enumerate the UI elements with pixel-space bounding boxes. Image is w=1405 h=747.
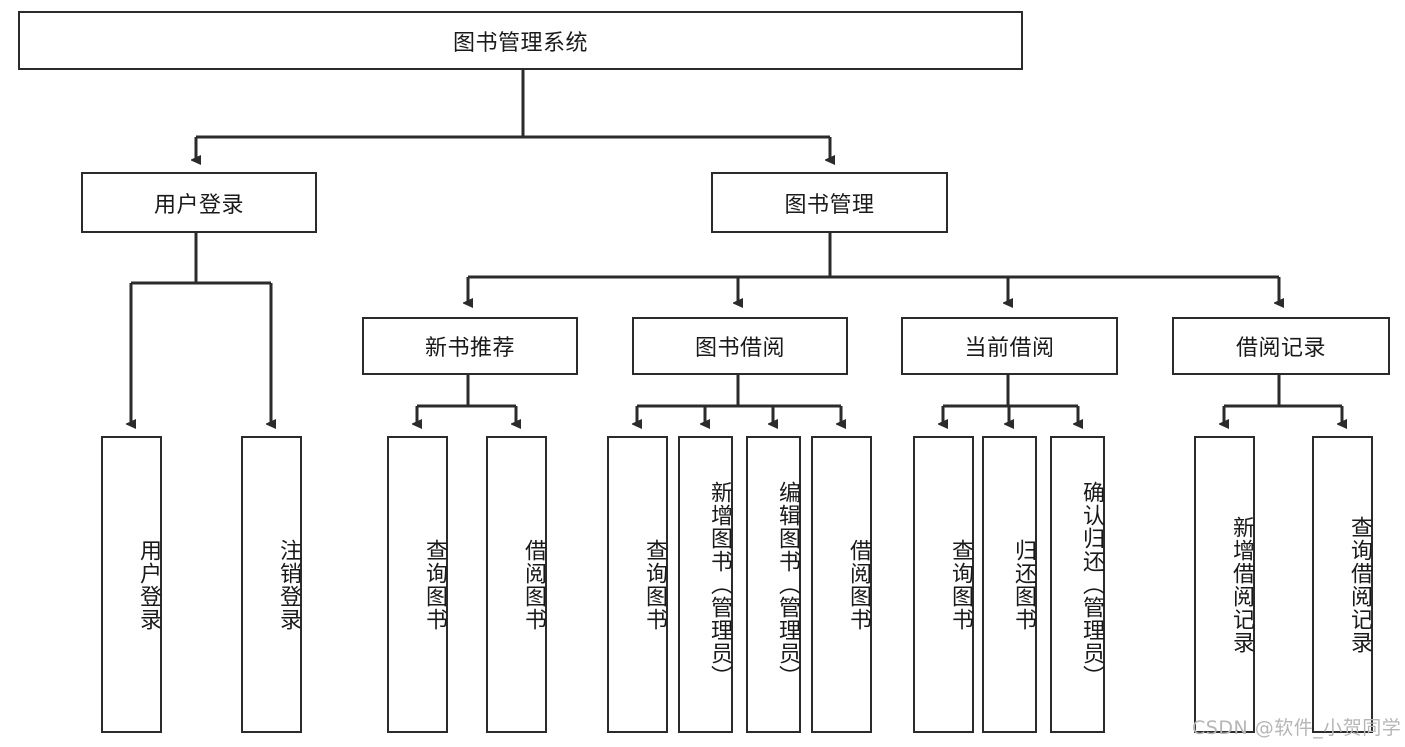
leaf-add-book[interactable]: 新增图书（管理员） <box>678 436 733 733</box>
leaf-borrow-book-2-label: 借阅图书 <box>846 538 871 631</box>
leaf-query-book-1-label: 查询图书 <box>422 538 447 631</box>
node-borrow-record-label: 借阅记录 <box>1235 336 1326 361</box>
leaf-logout-login[interactable]: 注销登录 <box>241 436 302 733</box>
node-book-borrow-label: 图书借阅 <box>694 336 785 361</box>
leaf-borrow-book-2[interactable]: 借阅图书 <box>811 436 872 733</box>
node-book-management-label: 图书管理 <box>784 192 875 218</box>
leaf-add-borrow-record-label: 新增借阅记录 <box>1229 515 1254 654</box>
node-root[interactable]: 图书管理系统 <box>18 11 1023 70</box>
leaf-logout-login-label: 注销登录 <box>276 538 301 631</box>
leaf-add-book-label: 新增图书（管理员） <box>707 481 732 688</box>
leaf-confirm-return[interactable]: 确认归还（管理员） <box>1050 436 1105 733</box>
node-book-management[interactable]: 图书管理 <box>711 172 948 233</box>
leaf-return-book-label: 归还图书 <box>1011 538 1036 631</box>
leaf-query-book-2-label: 查询图书 <box>642 538 667 631</box>
leaf-query-book-3[interactable]: 查询图书 <box>913 436 974 733</box>
leaf-borrow-book-1[interactable]: 借阅图书 <box>486 436 547 733</box>
node-borrow-record[interactable]: 借阅记录 <box>1172 317 1390 375</box>
leaf-query-book-1[interactable]: 查询图书 <box>387 436 448 733</box>
leaf-query-book-3-label: 查询图书 <box>948 538 973 631</box>
leaf-query-book-2[interactable]: 查询图书 <box>607 436 668 733</box>
leaf-user-login-label: 用户登录 <box>136 538 161 631</box>
node-current-borrow-label: 当前借阅 <box>964 336 1055 361</box>
leaf-edit-book-label: 编辑图书（管理员） <box>775 481 800 688</box>
node-book-borrow[interactable]: 图书借阅 <box>632 317 848 375</box>
node-root-label: 图书管理系统 <box>452 30 588 56</box>
leaf-confirm-return-label: 确认归还（管理员） <box>1079 481 1104 688</box>
node-user-login[interactable]: 用户登录 <box>81 172 317 233</box>
csdn-watermark: CSDN @软件_小贺同学 <box>1192 713 1401 740</box>
leaf-edit-book[interactable]: 编辑图书（管理员） <box>746 436 801 733</box>
node-user-login-label: 用户登录 <box>153 192 244 218</box>
csdn-watermark-text: CSDN @软件_小贺同学 <box>1192 717 1402 739</box>
leaf-user-login[interactable]: 用户登录 <box>101 436 162 733</box>
leaf-query-borrow-record[interactable]: 查询借阅记录 <box>1312 436 1373 733</box>
node-new-book-recommend[interactable]: 新书推荐 <box>362 317 578 375</box>
leaf-return-book[interactable]: 归还图书 <box>982 436 1037 733</box>
leaf-add-borrow-record[interactable]: 新增借阅记录 <box>1194 436 1255 733</box>
node-new-book-recommend-label: 新书推荐 <box>424 336 515 361</box>
node-current-borrow[interactable]: 当前借阅 <box>901 317 1118 375</box>
leaf-query-borrow-record-label: 查询借阅记录 <box>1347 515 1372 654</box>
leaf-borrow-book-1-label: 借阅图书 <box>521 538 546 631</box>
